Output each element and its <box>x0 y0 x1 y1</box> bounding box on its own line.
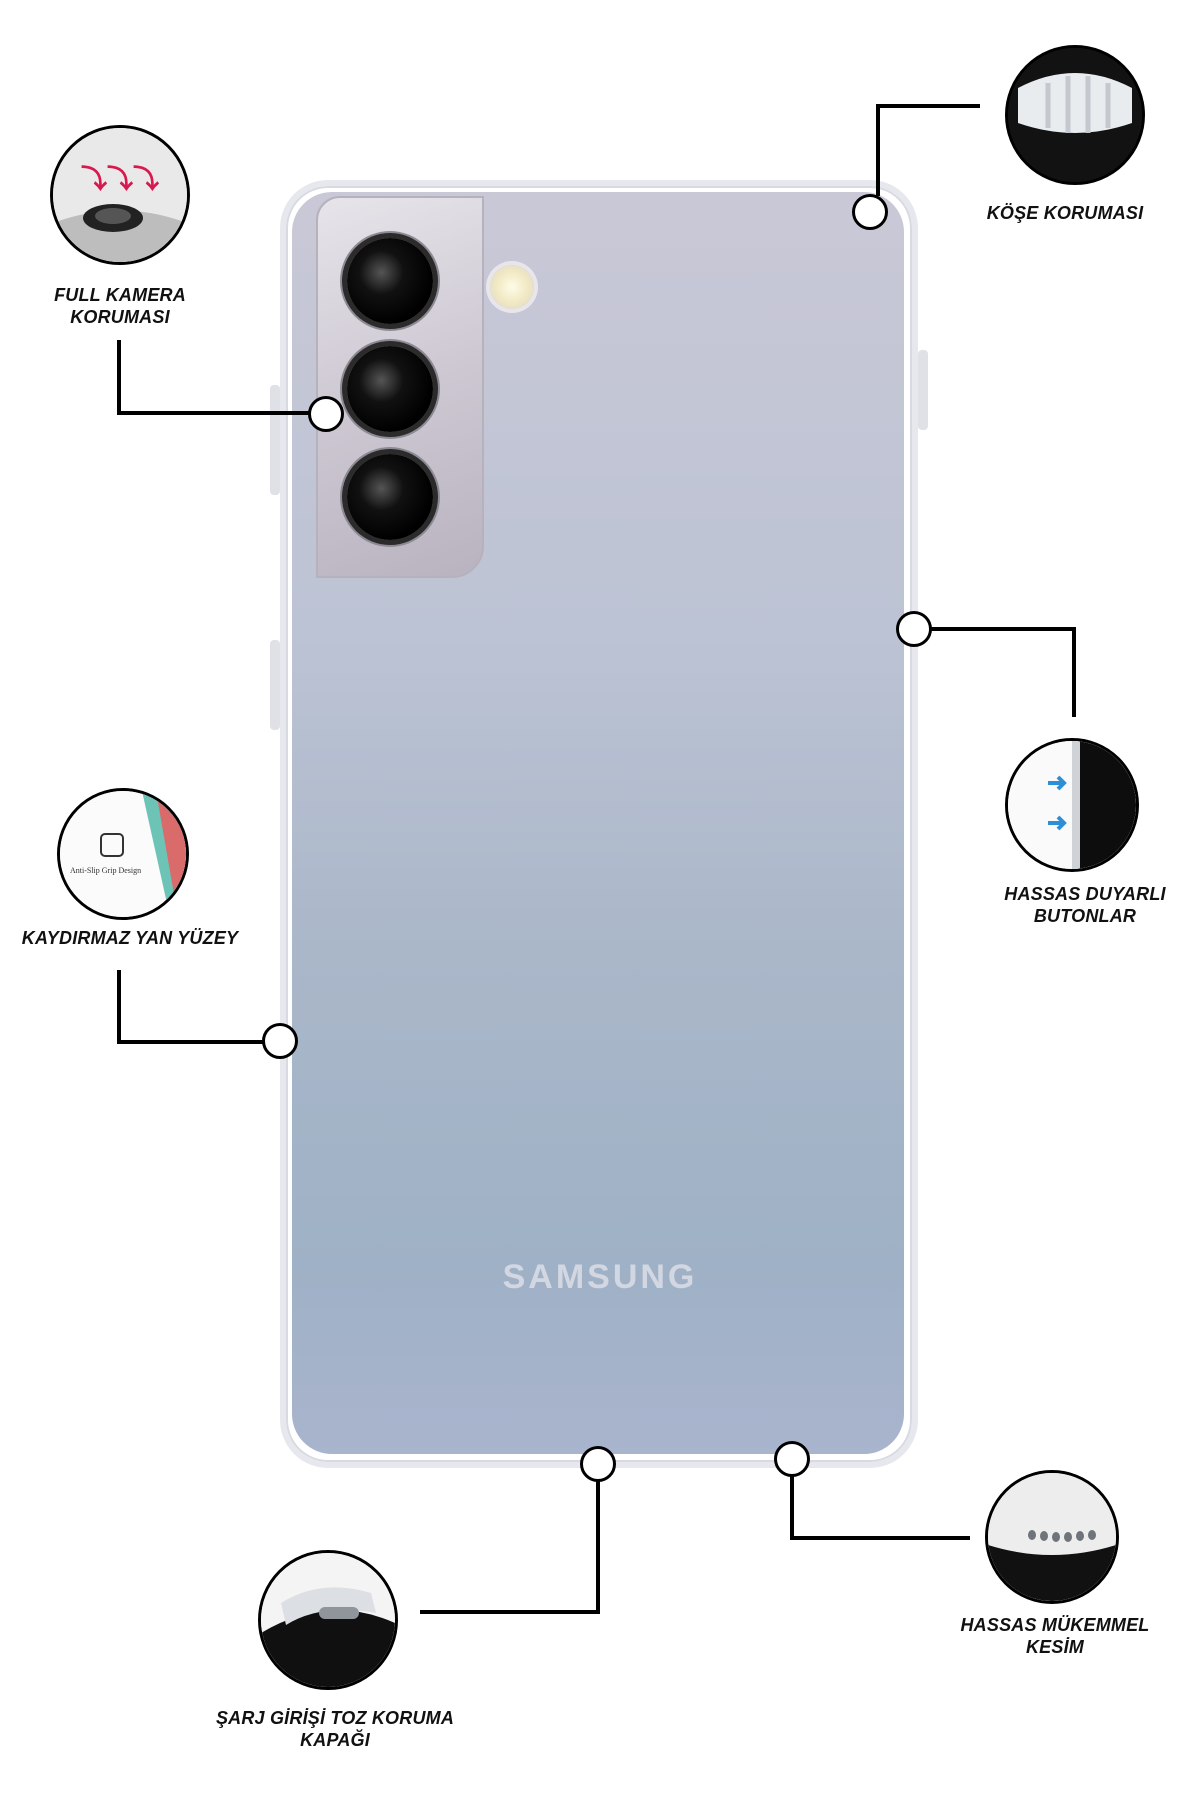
grip-connector-vertical <box>117 970 121 1044</box>
port-cover-label: ŞARJ GİRİŞİ TOZ KORUMA KAPAĞI <box>215 1708 455 1750</box>
port-connector-vertical <box>596 1480 600 1614</box>
port-marker <box>580 1446 616 1482</box>
side-button-left-2 <box>270 640 280 730</box>
cutout-marker <box>774 1441 810 1477</box>
camera-marker <box>308 396 344 432</box>
svg-text:⤵⤵⤵: ⤵⤵⤵ <box>81 164 160 194</box>
buttons-icon <box>1008 741 1136 869</box>
grip-caption: Anti-Slip Grip Design <box>70 866 141 875</box>
grip-thumbnail: Anti-Slip Grip Design <box>57 788 189 920</box>
corner-connector-vertical <box>876 104 880 196</box>
camera-protection-label: FULL KAMERA KORUMASI <box>54 285 186 327</box>
cutout-thumbnail <box>985 1470 1119 1604</box>
corner-protection-thumbnail <box>1005 45 1145 185</box>
buttons-connector-horizontal <box>930 627 1076 631</box>
buttons-connector-vertical <box>1072 627 1076 717</box>
cutout-label: HASSAS MÜKEMMEL KESİM <box>960 1615 1150 1657</box>
camera-protection-icon: ⤵⤵⤵ <box>53 128 187 262</box>
camera-lens-middle <box>347 346 433 432</box>
camera-lens-top <box>347 238 433 324</box>
camera-lens-bottom <box>347 454 433 540</box>
side-button-left-1 <box>270 385 280 495</box>
port-cover-icon <box>261 1553 395 1687</box>
flash-icon <box>490 265 534 309</box>
port-thumbnail <box>258 1550 398 1690</box>
camera-connector-vertical <box>117 340 121 415</box>
corner-protection-label: KÖŞE KORUMASI <box>986 203 1144 223</box>
cutout-connector-vertical <box>790 1475 794 1540</box>
side-button-right <box>918 350 928 430</box>
buttons-label: HASSAS DUYARLI BUTONLAR <box>1004 884 1166 926</box>
corner-marker <box>852 194 888 230</box>
buttons-thumbnail <box>1005 738 1139 872</box>
grip-connector-horizontal <box>117 1040 265 1044</box>
port-connector-horizontal <box>420 1610 600 1614</box>
side-grip-label: KAYDIRMAZ YAN YÜZEY <box>21 928 239 948</box>
corner-protection-icon <box>1008 48 1142 182</box>
camera-connector-horizontal <box>117 411 312 415</box>
buttons-marker <box>896 611 932 647</box>
speaker-cutout-icon <box>988 1473 1116 1601</box>
corner-connector-horizontal <box>876 104 980 108</box>
camera-protection-thumbnail: ⤵⤵⤵ <box>50 125 190 265</box>
cutout-connector-horizontal <box>790 1536 970 1540</box>
grip-icon: Anti-Slip Grip Design <box>60 791 186 917</box>
grip-marker <box>262 1023 298 1059</box>
brand-logo: SAMSUNG <box>502 1258 698 1296</box>
